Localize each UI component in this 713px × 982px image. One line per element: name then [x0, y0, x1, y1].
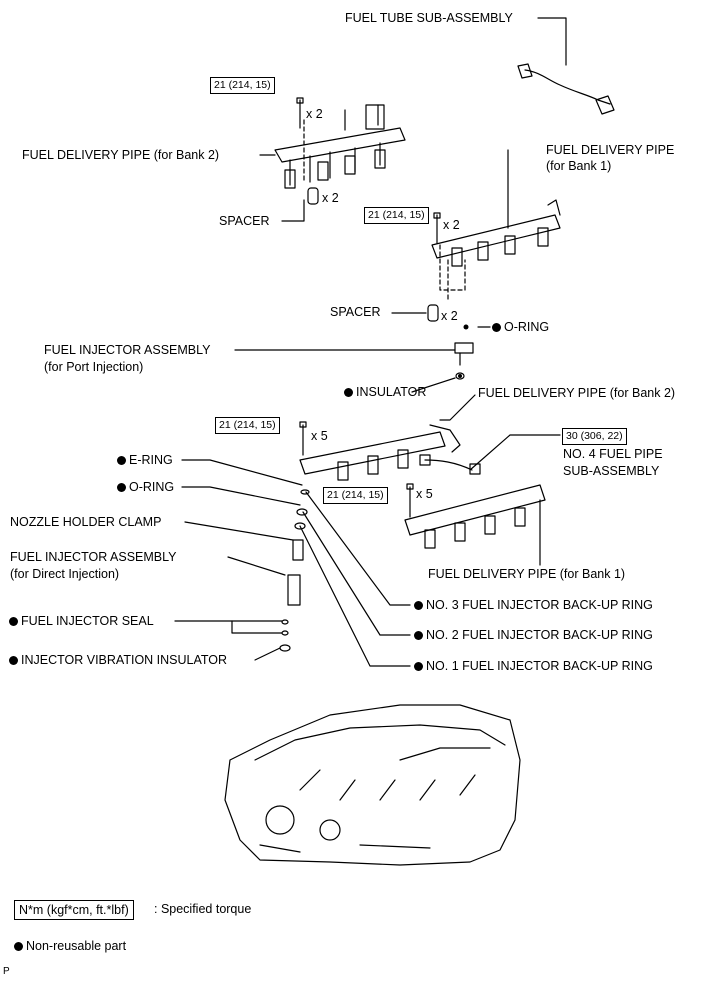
spacer-label-2: SPACER [330, 305, 381, 319]
backup3-label: NO. 3 FUEL INJECTOR BACK-UP RING [414, 598, 653, 613]
nozzle-clamp-label: NOZZLE HOLDER CLAMP [10, 515, 162, 529]
injector-direct-label-line2: (for Direct Injection) [10, 567, 120, 581]
backup1-label: NO. 1 FUEL INJECTOR BACK-UP RING [414, 659, 653, 674]
non-reusable-dot-icon [414, 601, 423, 610]
non-reusable-dot-icon [414, 631, 423, 640]
ering-label: E-RING [117, 453, 173, 468]
vib-insulator-label: INJECTOR VIBRATION INSULATOR [9, 653, 227, 668]
non-reusable-dot-icon [414, 662, 423, 671]
insulator-label: INSULATOR [344, 385, 426, 400]
quantity-label: x 5 [416, 487, 433, 501]
oring-lower-label: O-RING [117, 480, 174, 495]
non-reusable-dot-icon [9, 617, 18, 626]
legend-torque-box: N*m (kgf*cm, ft.*lbf) [14, 900, 134, 920]
non-reusable-dot-icon [117, 483, 126, 492]
spacer-label-1: SPACER [219, 214, 270, 228]
oring-top-label: O-RING [492, 320, 549, 335]
legend-torque-text: : Specified torque [154, 902, 252, 916]
quantity-label: x 2 [441, 309, 458, 323]
non-reusable-dot-icon [9, 656, 18, 665]
torque-box-3: 21 (214, 15) [215, 417, 280, 434]
no4-pipe-label-line1: NO. 4 FUEL PIPE [563, 447, 663, 461]
torque-box-1: 21 (214, 15) [210, 77, 275, 94]
backup2-label: NO. 2 FUEL INJECTOR BACK-UP RING [414, 628, 653, 643]
quantity-label: x 2 [306, 107, 323, 121]
torque-box-4: 21 (214, 15) [323, 487, 388, 504]
no4-pipe-label-line2: SUB-ASSEMBLY [563, 464, 660, 478]
pipe-bank2-lower-label: FUEL DELIVERY PIPE (for Bank 2) [478, 386, 676, 400]
quantity-label: x 5 [311, 429, 328, 443]
injector-port-label-line1: FUEL INJECTOR ASSEMBLY [44, 343, 211, 357]
pipe-bank1-lower-label: FUEL DELIVERY PIPE (for Bank 1) [428, 567, 626, 581]
torque-box-5: 30 (306, 22) [562, 428, 627, 445]
pipe-bank2-top-label: FUEL DELIVERY PIPE (for Bank 2) [22, 148, 220, 162]
footer-code: P [3, 966, 10, 977]
quantity-label: x 2 [443, 218, 460, 232]
legend-non-reusable: Non-reusable part [14, 939, 126, 953]
pipe-bank1-top-label-line1: FUEL DELIVERY PIPE [546, 143, 675, 157]
torque-box-2: 21 (214, 15) [364, 207, 429, 224]
non-reusable-dot-icon [492, 323, 501, 332]
injector-port-label-line2: (for Port Injection) [44, 360, 144, 374]
pipe-bank1-top-label-line2: (for Bank 1) [546, 159, 612, 173]
non-reusable-dot-icon [117, 456, 126, 465]
non-reusable-dot-icon [14, 942, 23, 951]
seal-label: FUEL INJECTOR SEAL [9, 614, 154, 629]
fuel-tube-label: FUEL TUBE SUB-ASSEMBLY [345, 11, 513, 25]
non-reusable-dot-icon [344, 388, 353, 397]
injector-direct-label-line1: FUEL INJECTOR ASSEMBLY [10, 550, 177, 564]
quantity-label: x 2 [322, 191, 339, 205]
